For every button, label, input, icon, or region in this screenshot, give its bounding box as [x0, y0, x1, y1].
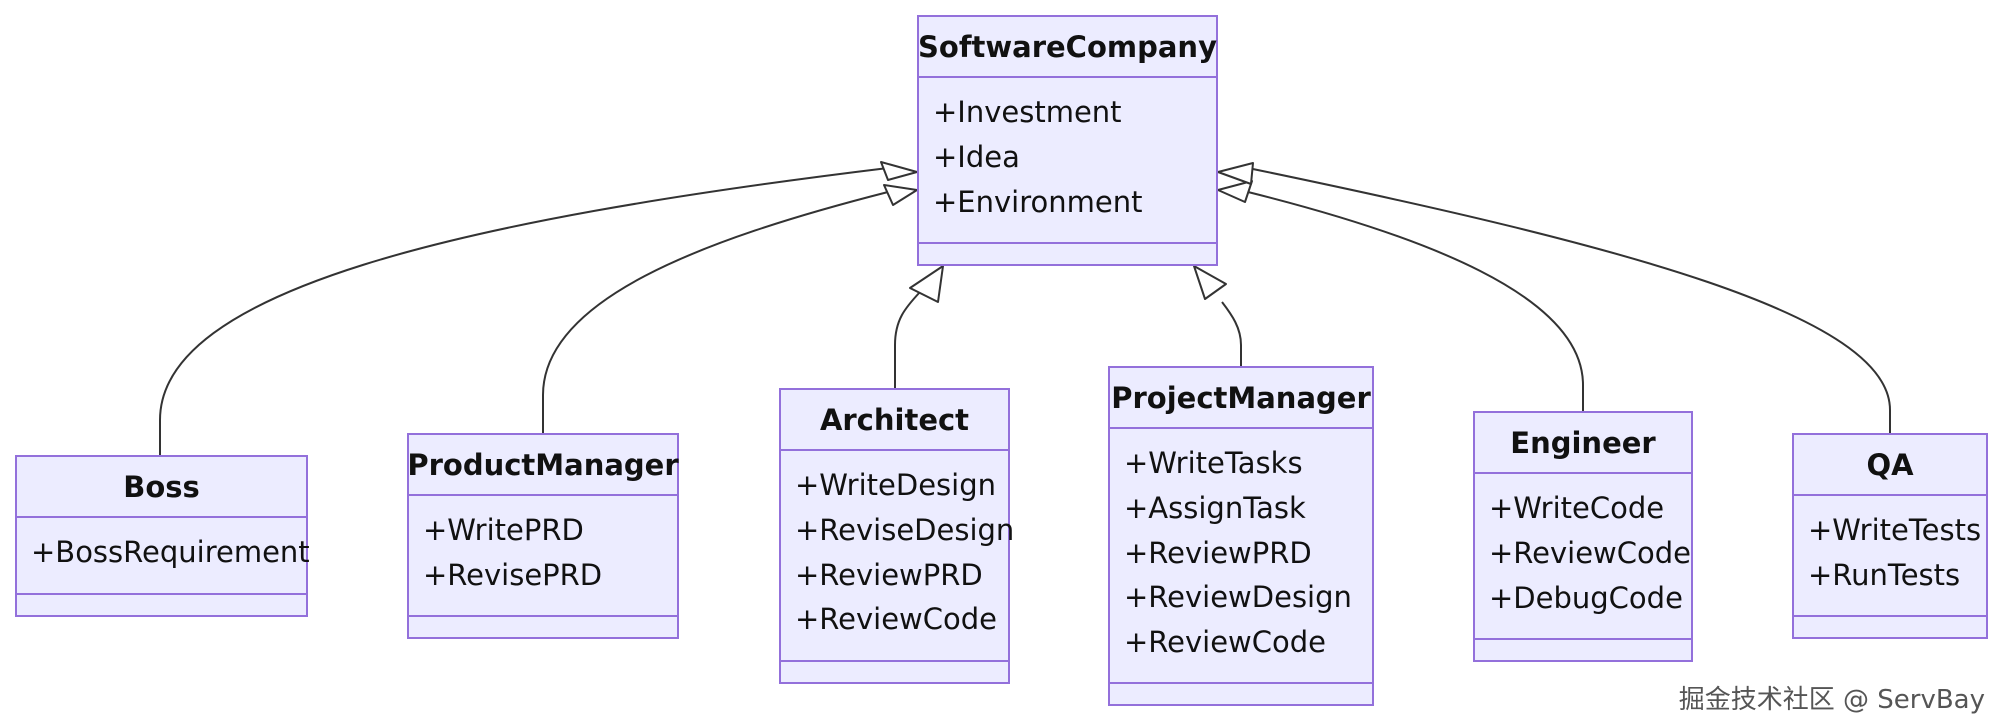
class-name: ProductManager: [407, 435, 679, 496]
class-name: Architect: [781, 390, 1008, 451]
class-attribute: +RunTests: [1808, 557, 1961, 592]
inheritance-arrow-boss: [880, 161, 918, 181]
watermark: 掘金技术社区 @ ServBay: [1678, 685, 1985, 715]
class-attribute: +ReviewCode: [795, 602, 998, 637]
class-attribute: +ReviewCode: [1124, 625, 1327, 660]
class-attribute: +BossRequirement: [31, 535, 310, 569]
inheritance-arrow-projectmanager: [1193, 265, 1227, 300]
class-name: Engineer: [1475, 413, 1691, 474]
inheritance-arrow-architect: [909, 265, 944, 303]
class-attribute: +Idea: [933, 139, 1020, 174]
class-box-boss: Boss +BossRequirement: [15, 455, 310, 617]
class-attributes: +BossRequirement: [17, 518, 310, 595]
class-attribute: +ReviewDesign: [1124, 580, 1352, 615]
class-attributes: +WriteDesign +ReviseDesign +ReviewPRD +R…: [781, 451, 1015, 662]
class-attributes: +WritePRD +RevisePRD: [409, 496, 677, 617]
class-attribute: +ReviseDesign: [795, 512, 1015, 547]
edge-engineer: [1247, 191, 1584, 411]
inheritance-arrow-qa: [1217, 162, 1254, 185]
class-box-softwarecompany: SoftwareCompany +Investment +Idea +Envir…: [917, 15, 1218, 266]
class-attribute: +ReviewPRD: [795, 557, 983, 592]
class-box-projectmanager: ProjectManager +WriteTasks +AssignTask +…: [1108, 366, 1374, 706]
class-attribute: +ReviewPRD: [1124, 535, 1312, 570]
class-box-qa: QA +WriteTests +RunTests: [1792, 433, 1988, 639]
class-attributes: +WriteTests +RunTests: [1794, 496, 1986, 617]
edge-architect: [894, 291, 921, 388]
class-box-engineer: Engineer +WriteCode +ReviewCode +DebugCo…: [1473, 411, 1693, 662]
class-attributes: +Investment +Idea +Environment: [919, 78, 1216, 244]
class-attribute: +Investment: [933, 95, 1122, 129]
class-name: QA: [1794, 435, 1986, 496]
class-box-productmanager: ProductManager +WritePRD +RevisePRD: [407, 433, 679, 639]
edge-boss: [159, 167, 889, 455]
class-attribute: +DebugCode: [1489, 580, 1683, 615]
class-attribute: +Environment: [933, 184, 1143, 219]
class-name: ProjectManager: [1110, 368, 1372, 429]
class-box-architect: Architect +WriteDesign +ReviseDesign +Re…: [779, 388, 1015, 684]
class-attribute: +WritePRD: [423, 513, 584, 547]
class-attributes: +WriteTasks +AssignTask +ReviewPRD +Revi…: [1110, 429, 1372, 684]
class-attribute: +WriteTasks: [1124, 446, 1303, 480]
inheritance-arrow-engineer: [1217, 180, 1253, 203]
class-attributes: +WriteCode +ReviewCode +DebugCode: [1475, 474, 1691, 640]
inheritance-arrow-productmanager: [883, 184, 918, 206]
class-attribute: +WriteCode: [1489, 491, 1665, 525]
class-attribute: +RevisePRD: [423, 557, 603, 592]
class-name: SoftwareCompany: [918, 17, 1217, 78]
class-attribute: +WriteDesign: [795, 468, 996, 502]
class-attribute: +ReviewCode: [1489, 535, 1692, 570]
edge-projectmanager: [1221, 301, 1242, 366]
class-name: Boss: [17, 457, 306, 518]
class-attribute: +AssignTask: [1124, 490, 1306, 525]
class-attribute: +WriteTests: [1808, 513, 1982, 547]
edge-productmanager: [542, 191, 889, 433]
edge-qa: [1247, 167, 1891, 433]
